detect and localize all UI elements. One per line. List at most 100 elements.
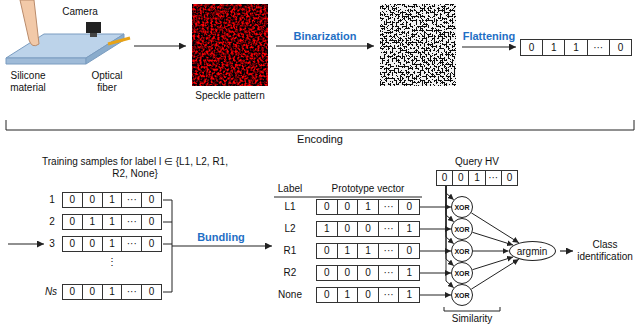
input-arrow	[8, 243, 44, 244]
bit-cell: 0	[82, 237, 102, 251]
bit-cell: 0	[141, 215, 161, 229]
step-label: Flattening	[463, 30, 516, 43]
camera-body	[86, 22, 101, 33]
xor-gate: XOR	[451, 284, 473, 306]
bit-vector: 100···1	[316, 221, 420, 237]
bit-vector: 001···0	[316, 199, 420, 215]
bit-cell: 0	[437, 171, 452, 185]
bit-cell: 0	[317, 244, 337, 258]
connector	[472, 232, 513, 245]
class-label: None	[278, 289, 302, 301]
bit-cell: 0	[357, 266, 378, 280]
connector	[472, 257, 513, 270]
speckle-ground	[192, 4, 268, 86]
bit-vector: 001···0	[62, 236, 162, 252]
step-label: Bundling	[197, 231, 245, 244]
bit-cell: ···	[378, 288, 399, 302]
bit-cell: ···	[378, 222, 399, 236]
bit-cell: ···	[587, 40, 609, 55]
node-label: XOR	[454, 248, 469, 255]
bundling-merge	[163, 200, 172, 292]
bit-cell: 0	[521, 40, 542, 55]
bit-vector: 000···1	[316, 265, 420, 281]
node-label: XOR	[454, 270, 469, 277]
silicone-slab-side	[86, 34, 124, 64]
part-label: Optical fiber	[84, 70, 130, 94]
flow-arrow	[134, 45, 186, 46]
bit-cell: 1	[102, 285, 122, 299]
xor-gate: XOR	[451, 240, 473, 262]
bit-cell: 1	[82, 215, 102, 229]
bit-cell: ···	[121, 215, 141, 229]
sample-index: 1	[49, 194, 55, 206]
bit-cell: 1	[337, 244, 358, 258]
bit-cell: 1	[468, 171, 484, 185]
sample-index: 2	[49, 216, 55, 228]
table-header: Label	[278, 183, 302, 195]
bit-cell: 1	[398, 222, 419, 236]
stage-label: Encoding	[297, 133, 343, 146]
bit-cell: ···	[121, 193, 141, 207]
flow-arrow	[276, 45, 374, 46]
bit-vector: 001···0	[62, 192, 162, 208]
speckle-image	[192, 4, 268, 86]
bit-cell: 0	[357, 288, 378, 302]
section-label: Training samples for label l ∈ {L1, L2, …	[40, 156, 230, 180]
bit-vector: 011···0	[520, 39, 632, 56]
node-label: XOR	[454, 204, 469, 211]
bit-cell: 1	[102, 193, 122, 207]
bundling-arrow	[172, 245, 272, 246]
bit-cell: 0	[452, 171, 468, 185]
bit-cell: ···	[121, 285, 141, 299]
bit-cell: 0	[337, 266, 358, 280]
bracket-label: Similarity	[452, 313, 493, 325]
bit-cell: 1	[542, 40, 564, 55]
node-label: XOR	[454, 292, 469, 299]
table-header: Prototype vector	[332, 183, 405, 195]
image-caption: Speckle pattern	[195, 90, 265, 102]
bit-cell: 0	[317, 200, 337, 214]
bit-cell: 0	[357, 222, 378, 236]
bit-cell: 0	[337, 200, 358, 214]
class-label: L2	[284, 223, 295, 235]
bit-cell: 1	[357, 200, 378, 214]
bit-cell: 0	[609, 40, 631, 55]
bit-cell: 1	[102, 237, 122, 251]
sample-index: 3	[49, 238, 55, 250]
bit-cell: 0	[141, 237, 161, 251]
bit-cell: 0	[63, 193, 82, 207]
bit-cell: 0	[501, 171, 517, 185]
bit-cell: 0	[82, 193, 102, 207]
connector	[471, 259, 519, 289]
step-label: Binarization	[294, 30, 357, 43]
class-label: R1	[284, 245, 297, 257]
encoding-bracket	[6, 120, 634, 130]
bit-cell: 0	[398, 244, 419, 258]
connector	[471, 213, 519, 243]
bit-cell: 0	[398, 200, 419, 214]
flow-arrow	[462, 46, 516, 47]
bit-cell: 0	[63, 285, 82, 299]
part-label: Camera	[62, 6, 98, 18]
bit-cell: 0	[317, 288, 337, 302]
bit-cell: 1	[398, 288, 419, 302]
node-label: XOR	[454, 226, 469, 233]
connector	[420, 295, 451, 296]
class-label: R2	[284, 267, 297, 279]
bit-cell: 0	[337, 222, 358, 236]
ellipsis: ⋮	[107, 256, 117, 268]
xor-gate: XOR	[451, 218, 473, 240]
vector-label: Query HV	[455, 156, 499, 168]
bit-vector: 010···1	[316, 287, 420, 303]
optical-fiber	[108, 38, 130, 44]
argmin-block: argmin	[509, 241, 556, 261]
bit-cell: 1	[317, 222, 337, 236]
bit-cell: ···	[378, 266, 399, 280]
bit-cell: 1	[337, 288, 358, 302]
output-arrow	[560, 250, 573, 251]
bit-cell: 0	[82, 285, 102, 299]
class-label: L1	[284, 201, 295, 213]
bit-cell: 0	[63, 215, 82, 229]
bit-cell: 1	[398, 266, 419, 280]
bit-cell: 0	[141, 285, 161, 299]
